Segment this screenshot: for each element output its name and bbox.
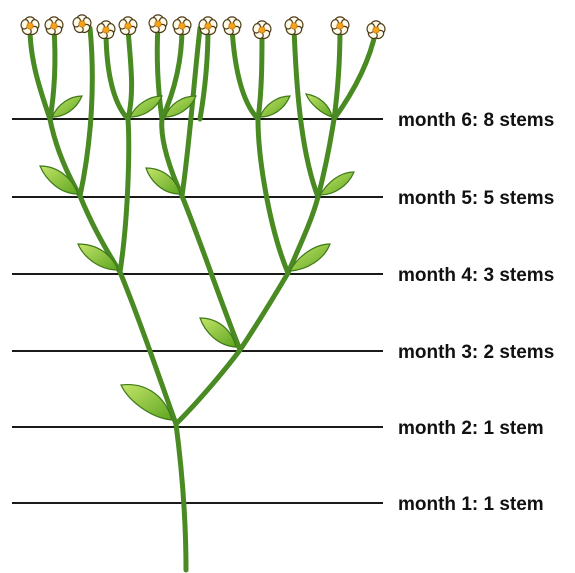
flowers [20,15,386,40]
top-fork-6 [200,28,208,119]
flower-icon [284,17,304,36]
far-left-stem-b [80,28,92,196]
flower-icon [252,21,272,40]
month-6-label: month 6: 8 stems [398,110,554,131]
flower-icon [366,21,386,40]
left-inner-stem [120,119,129,272]
leaf-icon [130,96,162,117]
top-fork-1a [30,28,50,119]
center-stem-b [182,28,200,196]
top-fork-2b [128,28,132,119]
right-stem-c [294,28,318,197]
right-upper-stem [240,273,288,350]
flower-icon [148,15,168,34]
month-labels: month 6: 8 stems month 5: 5 stems month … [398,110,554,515]
flower-icon [20,17,40,36]
top-fork-5a [334,28,340,119]
month-5-label: month 5: 5 stems [398,188,554,209]
month-3-label: month 3: 2 stems [398,342,554,363]
month-2-label: month 2: 1 stem [398,418,544,439]
month-1-label: month 1: 1 stem [398,494,544,515]
top-fork-3a [157,26,162,119]
right-branch-stem [176,350,240,424]
flower-icon [44,17,64,36]
flower-icon [330,17,350,36]
trunk-stem [176,424,186,570]
flower-icon [118,17,138,36]
top-fork-2a [106,30,128,119]
flower-icon [96,21,116,40]
top-fork-4b [258,30,262,119]
top-fork-1b [50,28,55,119]
month-4-label: month 4: 3 stems [398,265,554,286]
leaf-icon [52,96,82,117]
leaf-icon [260,96,290,117]
flower-icon [222,17,242,36]
flower-icon [172,17,192,36]
top-fork-4a [232,28,258,119]
leaf-icon [306,94,332,117]
